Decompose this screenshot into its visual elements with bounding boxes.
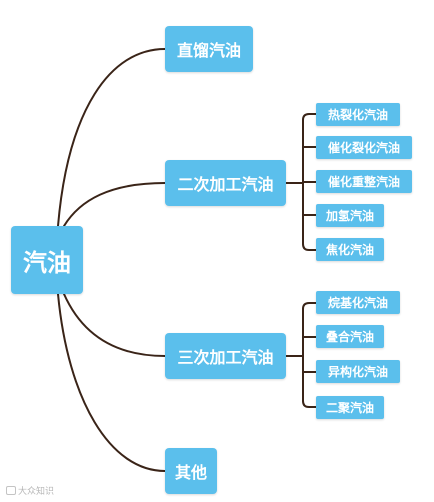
leaf-node-catalytic-cracking: 催化裂化汽油	[316, 136, 412, 159]
watermark: 大众知识	[6, 484, 54, 497]
watermark-icon	[6, 486, 16, 495]
branch-node-zhiliu: 直馏汽油	[165, 26, 253, 72]
leaf-node-catalytic-reforming: 催化重整汽油	[316, 170, 412, 193]
leaf-node-thermal-cracking: 热裂化汽油	[316, 103, 400, 126]
branch-node-erci: 二次加工汽油	[165, 160, 286, 206]
branch-node-sanci: 三次加工汽油	[165, 333, 286, 379]
leaf-node-alkylation: 烷基化汽油	[316, 291, 400, 314]
leaf-node-isomerization: 异构化汽油	[316, 360, 400, 383]
connector-root-zhiliu	[57, 48, 166, 227]
root-node: 汽油	[11, 226, 83, 294]
connector-root-sanci	[63, 293, 166, 357]
branch-node-qita: 其他	[165, 448, 217, 494]
leaf-node-dimerization: 二聚汽油	[316, 396, 384, 419]
leaf-node-polymerization: 叠合汽油	[316, 325, 384, 348]
leaf-node-coking: 焦化汽油	[316, 238, 384, 261]
leaf-node-hydrogenation: 加氢汽油	[316, 204, 384, 227]
connector-root-erci	[63, 182, 166, 227]
connector-root-qita	[57, 293, 166, 472]
watermark-text: 大众知识	[18, 487, 55, 497]
